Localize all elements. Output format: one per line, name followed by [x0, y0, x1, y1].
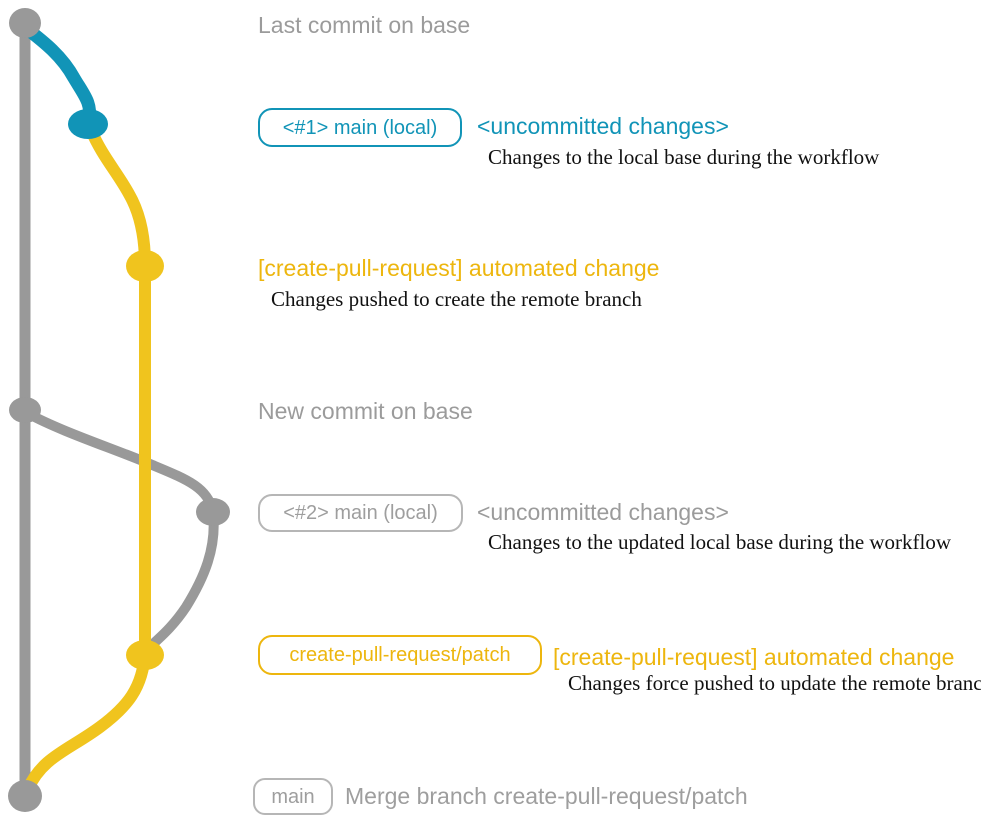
label-merge-branch: Merge branch create-pull-request/patch [345, 783, 748, 809]
label-uncommitted-changes-2: <uncommitted changes> [477, 499, 729, 525]
local-base-detour-line [22, 408, 219, 655]
label-automated-change-1: [create-pull-request] automated change [258, 255, 660, 281]
commit-dot-automated-1 [126, 250, 164, 282]
branch-tag-main-label: main [271, 785, 315, 808]
commit-dot-uncommitted-1 [68, 109, 108, 139]
commit-dot-uncommitted-2 [196, 498, 230, 526]
commit-dot-new-base [9, 397, 41, 423]
commit-graph [8, 8, 230, 812]
label-uncommitted-changes-1: <uncommitted changes> [477, 113, 729, 139]
branch-tag-main-local-2-label: <#2> main (local) [283, 502, 438, 524]
desc-local-base-changes: Changes to the local base during the wor… [488, 145, 880, 169]
branch-tag-main-local-1: <#1> main (local) [258, 108, 462, 147]
branch-tag-main-local-1-label: <#1> main (local) [282, 116, 438, 139]
branch-tag-main-local-2: <#2> main (local) [258, 494, 463, 532]
label-last-commit-on-base: Last commit on base [258, 12, 471, 38]
commit-dot-merge [8, 780, 42, 812]
label-automated-change-2: [create-pull-request] automated change [553, 644, 955, 670]
local-main-branch-line [19, 21, 97, 127]
desc-updated-local-base-changes: Changes to the updated local base during… [488, 530, 952, 554]
branch-tag-patch: create-pull-request/patch [258, 635, 542, 675]
label-new-commit-on-base: New commit on base [258, 398, 473, 424]
desc-changes-force-pushed: Changes force pushed to update the remot… [568, 671, 981, 695]
commit-dot-last-base [9, 8, 41, 38]
branch-tag-main: main [253, 778, 333, 815]
commit-dot-automated-2 [126, 640, 164, 670]
desc-changes-pushed: Changes pushed to create the remote bran… [271, 287, 642, 311]
branch-tag-patch-label: create-pull-request/patch [289, 644, 511, 666]
